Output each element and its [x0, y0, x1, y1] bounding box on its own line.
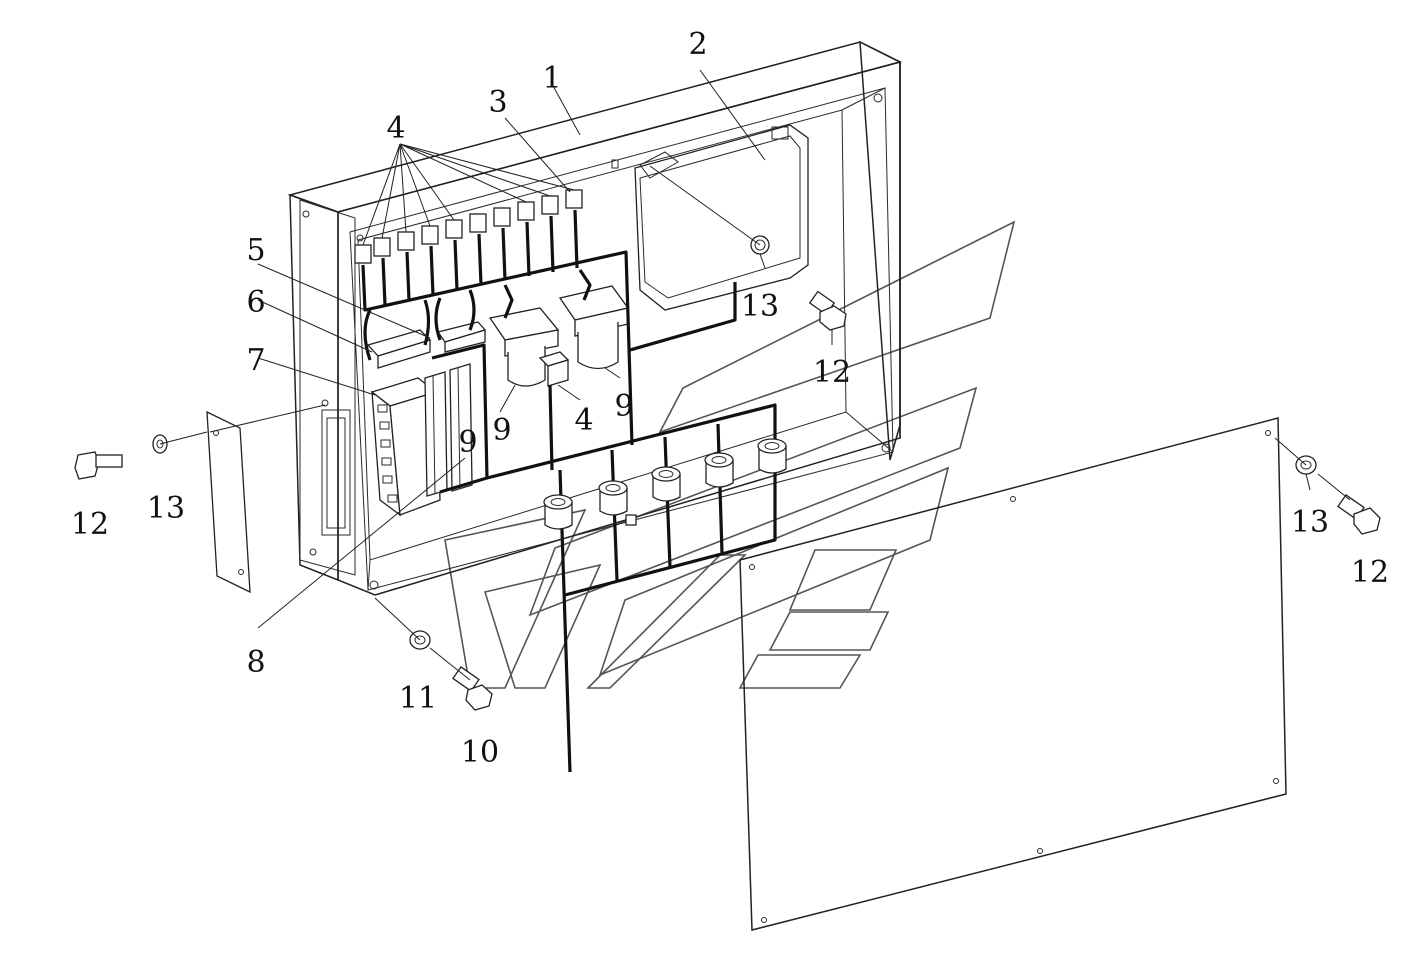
callout-12-center: 12 [813, 355, 851, 390]
callout-5: 5 [246, 233, 265, 268]
mounting-flange [289, 193, 356, 582]
callout-6: 6 [246, 285, 265, 320]
callout-9-right: 9 [614, 389, 633, 424]
front-cover-plate [739, 417, 1287, 931]
callout-4-top: 4 [386, 111, 405, 146]
bolt-right [1337, 494, 1381, 535]
callout-7: 7 [246, 343, 265, 378]
connector-blocks [366, 321, 487, 369]
callout-labels: 1 2 3 4 4 5 6 7 8 9 9 9 10 11 12 12 12 1… [71, 27, 1389, 770]
callout-12-right: 12 [1351, 555, 1389, 590]
callout-2: 2 [688, 27, 707, 62]
callout-3: 3 [488, 85, 507, 120]
callout-13-right: 13 [1291, 505, 1329, 540]
leader-lines [159, 69, 1351, 681]
callout-4-mid: 4 [574, 403, 593, 438]
callout-1: 1 [542, 61, 561, 96]
side-cover-plate [206, 410, 251, 594]
callout-12-left: 12 [71, 507, 109, 542]
callout-13-center: 13 [741, 289, 779, 324]
callout-10: 10 [461, 735, 499, 770]
callout-11: 11 [399, 681, 437, 716]
bolt-left [74, 451, 123, 480]
watermark-logo [444, 220, 1016, 689]
callout-9-left: 9 [458, 425, 477, 460]
bolt-bottom [452, 666, 493, 711]
cable-grommets [543, 438, 787, 530]
relay-row [354, 189, 583, 264]
callout-9-mid: 9 [492, 413, 511, 448]
diode-strips [424, 363, 473, 497]
callout-13-left: 13 [147, 491, 185, 526]
callout-8: 8 [246, 645, 265, 680]
bolt-center [808, 290, 847, 331]
